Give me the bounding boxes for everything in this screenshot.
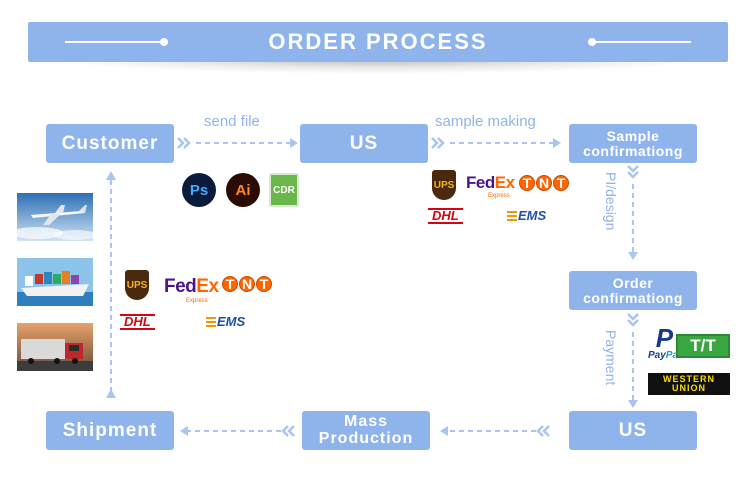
fedex-logo-shipment: FedEx Express: [164, 276, 219, 304]
dhl-logo: DHL: [428, 208, 463, 224]
step-us-bottom: US: [569, 411, 697, 450]
payment-label: Payment: [603, 330, 619, 386]
header-banner: ORDER PROCESS: [28, 22, 728, 62]
arrow-order-to-us: [626, 312, 640, 408]
page-title: ORDER PROCESS: [268, 29, 488, 54]
fedex-logo: FedEx Express: [466, 173, 515, 199]
airplane-photo: [17, 193, 93, 241]
step-mass-production: Mass Production: [302, 411, 430, 450]
cargo-ship-photo: [17, 258, 93, 306]
step-sample-line2: confirmationg: [583, 142, 683, 159]
step-shipment-label: Shipment: [62, 419, 158, 441]
ups-logo: UPS: [432, 170, 456, 200]
step-us-top-label: US: [349, 132, 379, 154]
dhl-logo-shipment: DHL: [120, 314, 155, 330]
ems-logo-shipment: EMS: [206, 314, 245, 329]
step-mass-line2: Production: [318, 429, 414, 447]
banner-dot-right: [588, 38, 596, 46]
step-sample-confirmationg: Sample confirmationg: [569, 124, 697, 163]
sample-making-label: sample making: [435, 113, 536, 130]
tt-logo: T/T: [676, 334, 730, 358]
banner-shadow: [40, 58, 716, 74]
step-us-top: US: [300, 124, 428, 163]
step-customer: Customer: [46, 124, 174, 163]
step-us-bottom-label: US: [618, 419, 648, 441]
arrow-mass-to-shipment: [180, 424, 296, 438]
banner-line-left: [65, 41, 163, 43]
paypal-logo: P PayPal: [648, 323, 681, 361]
step-sample-line1: Sample: [606, 127, 660, 144]
send-file-label: send file: [204, 113, 260, 130]
photoshop-icon: Ps: [182, 173, 216, 207]
step-customer-label: Customer: [61, 132, 159, 154]
western-union-logo: WESTERN UNION: [648, 373, 730, 395]
ems-logo: EMS: [507, 208, 546, 223]
banner-dot-left: [160, 38, 168, 46]
pi-design-label: PI/design: [603, 172, 619, 231]
step-order-line2: confirmationg: [583, 289, 683, 306]
arrow-shipment-to-customer: [106, 171, 116, 398]
arrow-us-to-mass: [440, 424, 551, 438]
step-mass-line1: Mass: [343, 412, 389, 430]
coreldraw-icon: CDR: [269, 173, 299, 207]
step-order-confirmationg: Order confirmationg: [569, 271, 697, 310]
step-shipment: Shipment: [46, 411, 174, 450]
arrow-sample-to-order: [626, 164, 640, 260]
truck-photo: [17, 323, 93, 371]
illustrator-icon: Ai: [226, 173, 260, 207]
arrow-us-to-sample: [430, 136, 561, 150]
banner-line-right: [593, 41, 691, 43]
step-order-line1: Order: [612, 274, 654, 291]
ups-logo-shipment: UPS: [125, 270, 149, 300]
arrow-customer-to-us: [176, 136, 298, 150]
